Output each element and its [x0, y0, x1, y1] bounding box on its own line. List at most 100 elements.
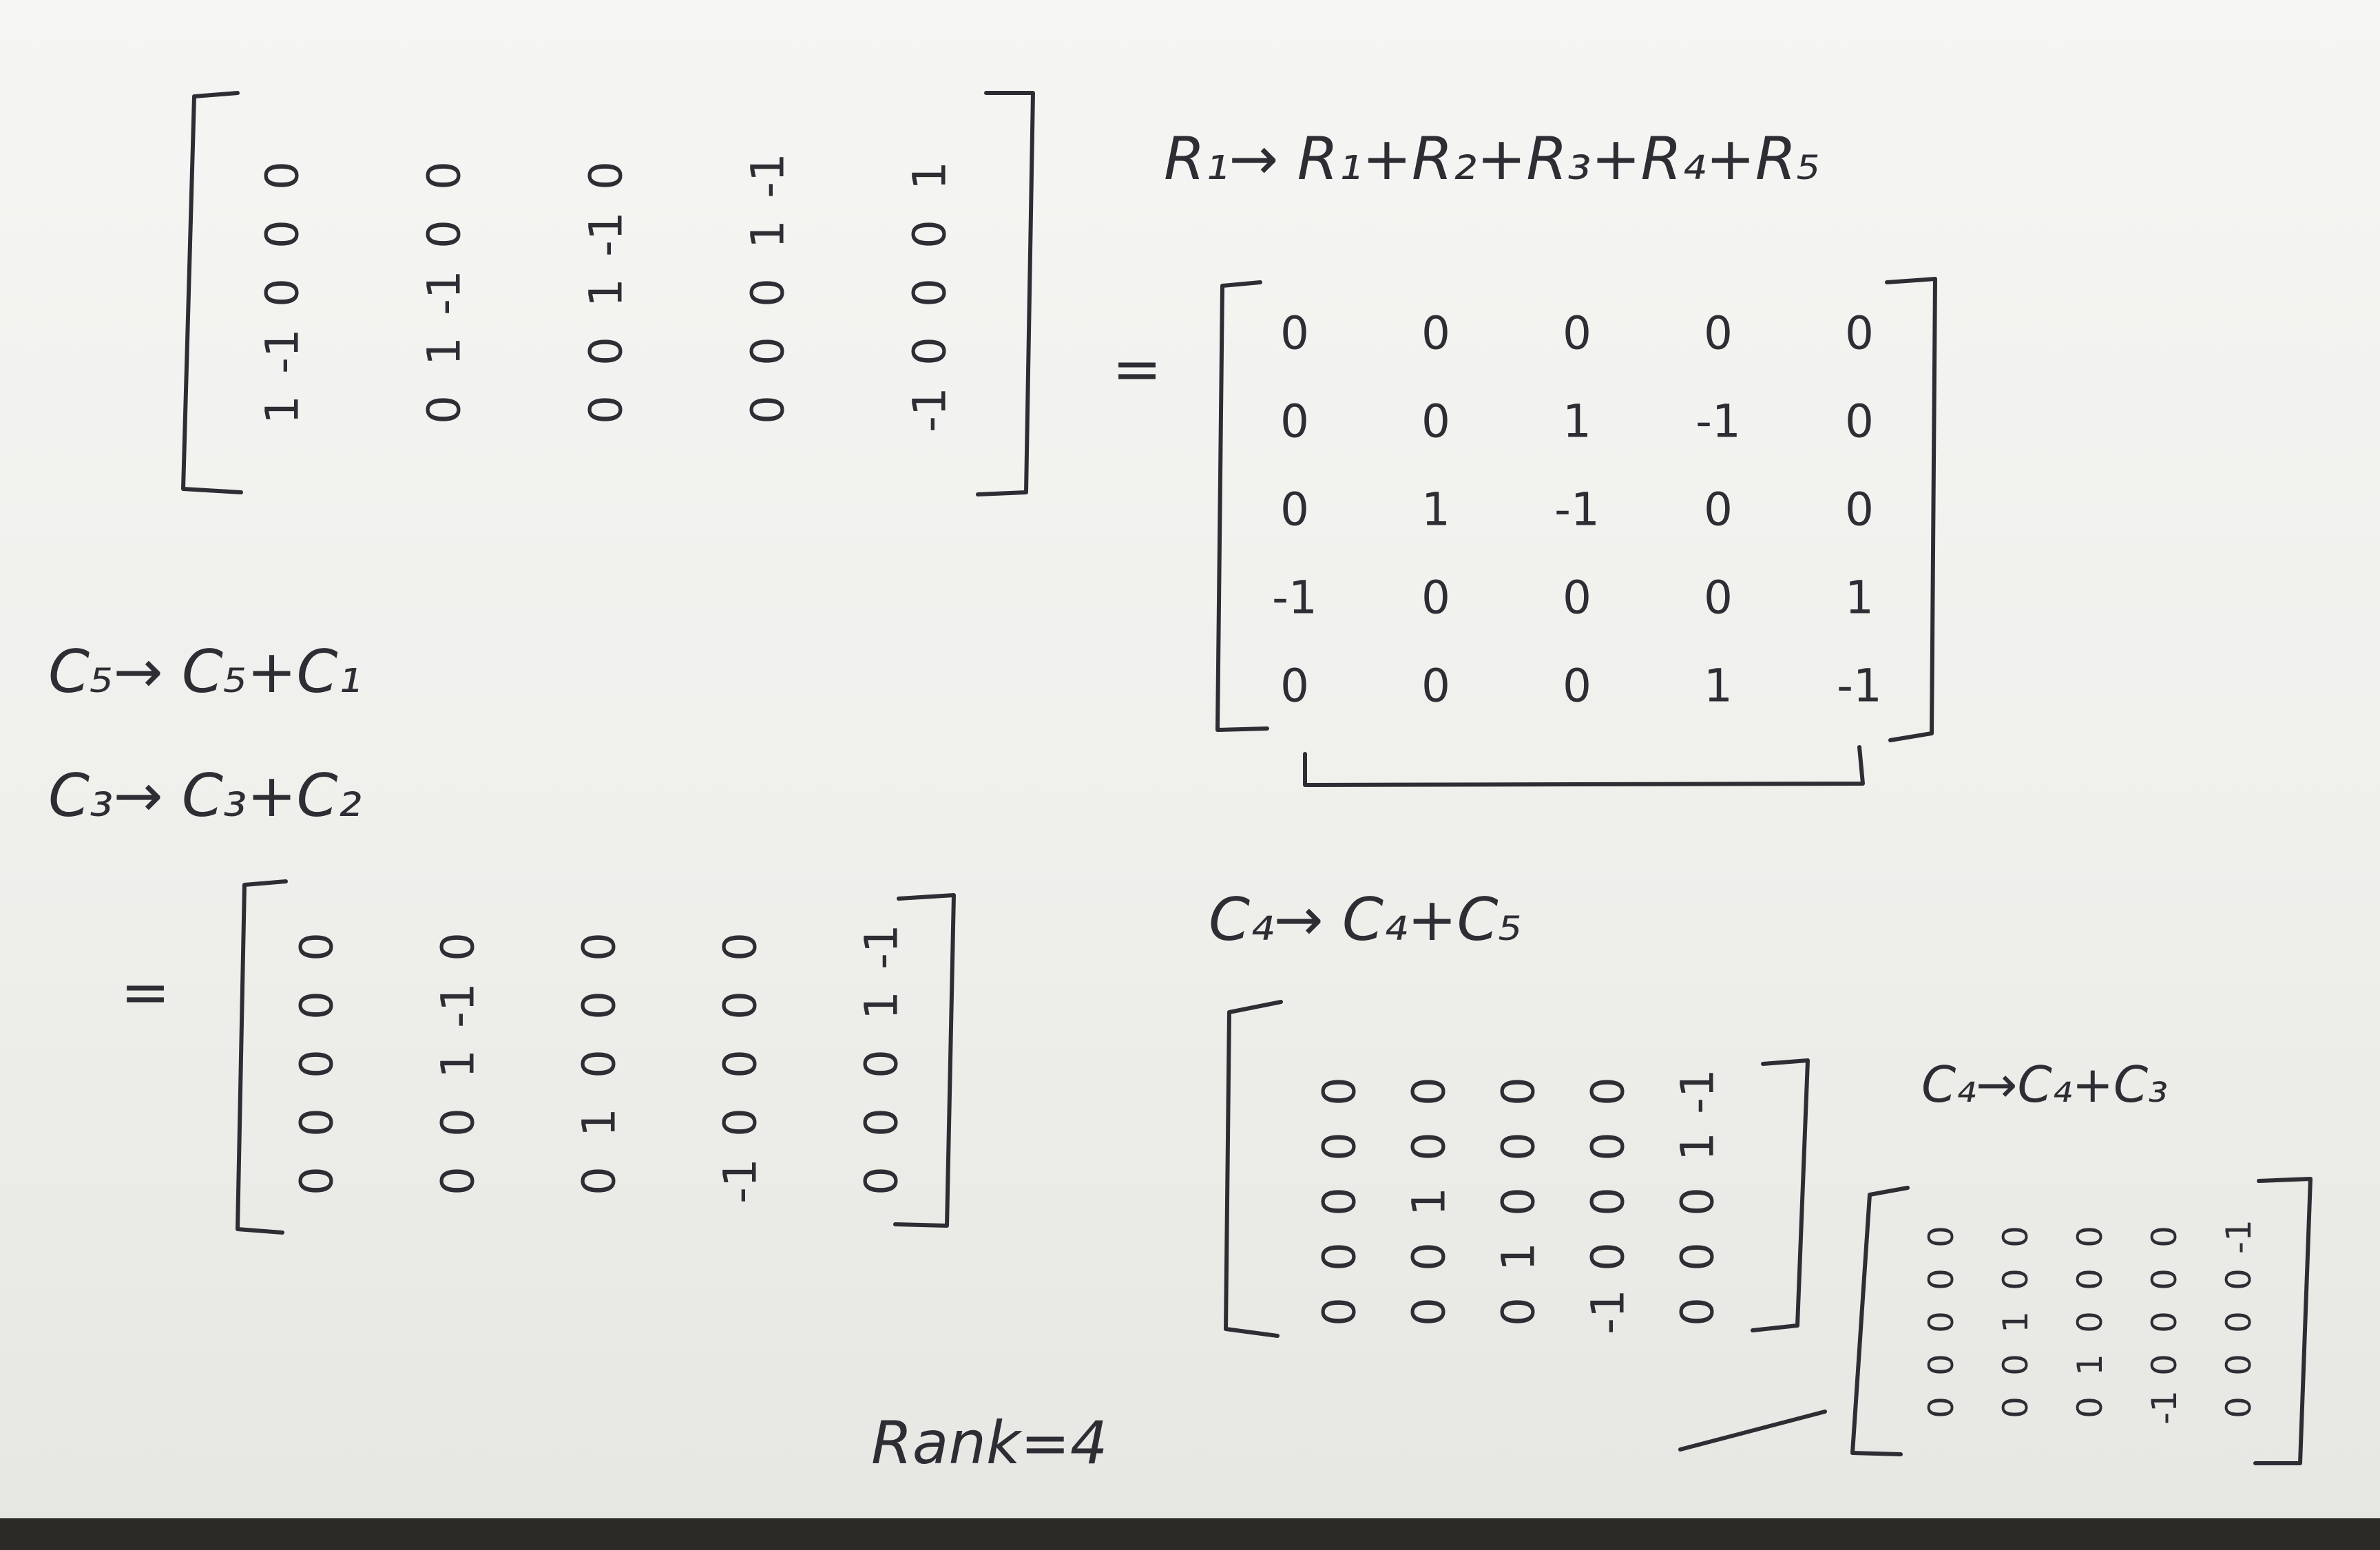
- m2-cell: 0: [1845, 307, 1874, 360]
- m3-cell: 0: [573, 1166, 626, 1195]
- m2-cell: 0: [1421, 572, 1450, 625]
- m2-cell: -1: [1695, 395, 1741, 448]
- matrix-final-left-bracket: [1850, 1186, 1910, 1456]
- m5-cell: 0: [1921, 1226, 1961, 1248]
- m1-cell: 0: [742, 337, 795, 366]
- m3-cell: 1: [432, 1049, 485, 1078]
- m3-cell: 0: [855, 1166, 908, 1195]
- m1-cell: 0: [580, 395, 633, 424]
- m1-cell: -1: [580, 211, 633, 257]
- m4-cell: 0: [1671, 1297, 1724, 1326]
- m1-cell: -1: [418, 270, 471, 315]
- m5-cell: -1: [2219, 1219, 2259, 1254]
- m2-cell: 1: [1845, 572, 1874, 625]
- m5-cell: 0: [1996, 1354, 2036, 1376]
- matrix-after-column-ops-right-bracket: [893, 893, 956, 1228]
- m5-cell: 0: [1996, 1268, 2036, 1290]
- m4-cell: 0: [1313, 1132, 1366, 1161]
- m5-cell: 0: [2144, 1354, 2184, 1376]
- rank-result: Rank=4: [871, 1409, 1108, 1478]
- m4-cell: 0: [1403, 1297, 1456, 1326]
- m2-cell: 0: [1280, 307, 1309, 360]
- matrix-final-right-bracket: [2253, 1177, 2313, 1465]
- m4-cell: 0: [1492, 1187, 1545, 1216]
- m4-cell: 0: [1313, 1297, 1366, 1326]
- m4-cell: 0: [1313, 1242, 1366, 1271]
- m3-cell: 0: [291, 932, 344, 961]
- m5-cell: 0: [2219, 1396, 2259, 1418]
- m1-cell: 0: [418, 220, 471, 249]
- m3-cell: 1: [573, 1108, 626, 1137]
- m3-cell: 0: [291, 1049, 344, 1078]
- m1-cell: 1: [580, 278, 633, 307]
- m2-cell: 0: [1421, 307, 1450, 360]
- m2-cell: -1: [1554, 483, 1600, 536]
- m4-cell: 0: [1403, 1077, 1456, 1106]
- arrow-to-rank: [1678, 1410, 1827, 1452]
- m3-cell: 0: [855, 1108, 908, 1137]
- m4-cell: -1: [1582, 1289, 1635, 1334]
- m3-cell: 0: [714, 1049, 767, 1078]
- m3-cell: 1: [855, 991, 908, 1020]
- m1-cell: 0: [256, 161, 309, 190]
- m5-cell: -1: [2144, 1390, 2184, 1425]
- m1-cell: 0: [580, 337, 633, 366]
- m4-cell: 0: [1403, 1242, 1456, 1271]
- m2-cell: -1: [1837, 660, 1882, 713]
- m2-cell: 0: [1845, 483, 1874, 536]
- matrix-after-row-op-underbrace: [1303, 745, 1865, 787]
- m5-cell: 0: [2070, 1226, 2110, 1248]
- m4-cell: 0: [1582, 1187, 1635, 1216]
- m2-cell: 0: [1280, 395, 1309, 448]
- matrix-after-c4-c5-right-bracket: [1751, 1058, 1810, 1332]
- m2-cell: -1: [1272, 572, 1317, 625]
- column-operation-c4-c3: C₄→C₄+C₃: [1921, 1056, 2168, 1113]
- m2-cell: 0: [1704, 572, 1733, 625]
- matrix-after-c4-c5-left-bracket: [1224, 1000, 1283, 1338]
- m1-cell: 0: [904, 337, 957, 366]
- m2-cell: 0: [1563, 572, 1591, 625]
- m4-cell: 0: [1313, 1187, 1366, 1216]
- m4-cell: 0: [1403, 1132, 1456, 1161]
- m3-cell: 0: [291, 991, 344, 1020]
- m2-cell: 1: [1704, 660, 1733, 713]
- page-edge-shadow: [0, 1518, 2380, 1550]
- equals-sign-1: =: [1112, 335, 1162, 404]
- m4-cell: 1: [1671, 1132, 1724, 1161]
- m1-cell: 1: [418, 337, 471, 366]
- m4-cell: 0: [1582, 1077, 1635, 1106]
- m3-cell: 0: [432, 1108, 485, 1137]
- m2-cell: 0: [1421, 395, 1450, 448]
- m4-cell: 0: [1492, 1132, 1545, 1161]
- m4-cell: 0: [1582, 1242, 1635, 1271]
- m5-cell: 1: [1996, 1311, 2036, 1333]
- m4-cell: 0: [1671, 1242, 1724, 1271]
- m5-cell: 0: [2219, 1311, 2259, 1333]
- m1-cell: -1: [256, 328, 309, 374]
- m2-cell: 0: [1280, 483, 1309, 536]
- m4-cell: 0: [1582, 1132, 1635, 1161]
- m1-cell: 0: [904, 220, 957, 249]
- m4-cell: 0: [1313, 1077, 1366, 1106]
- m1-cell: 1: [904, 161, 957, 190]
- m4-cell: 0: [1671, 1187, 1724, 1216]
- m1-cell: 0: [742, 395, 795, 424]
- m5-cell: 0: [1996, 1226, 2036, 1248]
- m2-cell: 0: [1704, 483, 1733, 536]
- equals-sign-2: =: [121, 958, 170, 1027]
- m5-cell: 1: [2070, 1354, 2110, 1376]
- matrix-original-right-bracket: [976, 91, 1035, 496]
- m5-cell: 0: [1996, 1396, 2036, 1418]
- m5-cell: 0: [2070, 1268, 2110, 1290]
- row-operation-label: R₁→ R₁+R₂+R₃+R₄+R₅: [1164, 125, 1820, 193]
- m1-cell: -1: [904, 387, 957, 432]
